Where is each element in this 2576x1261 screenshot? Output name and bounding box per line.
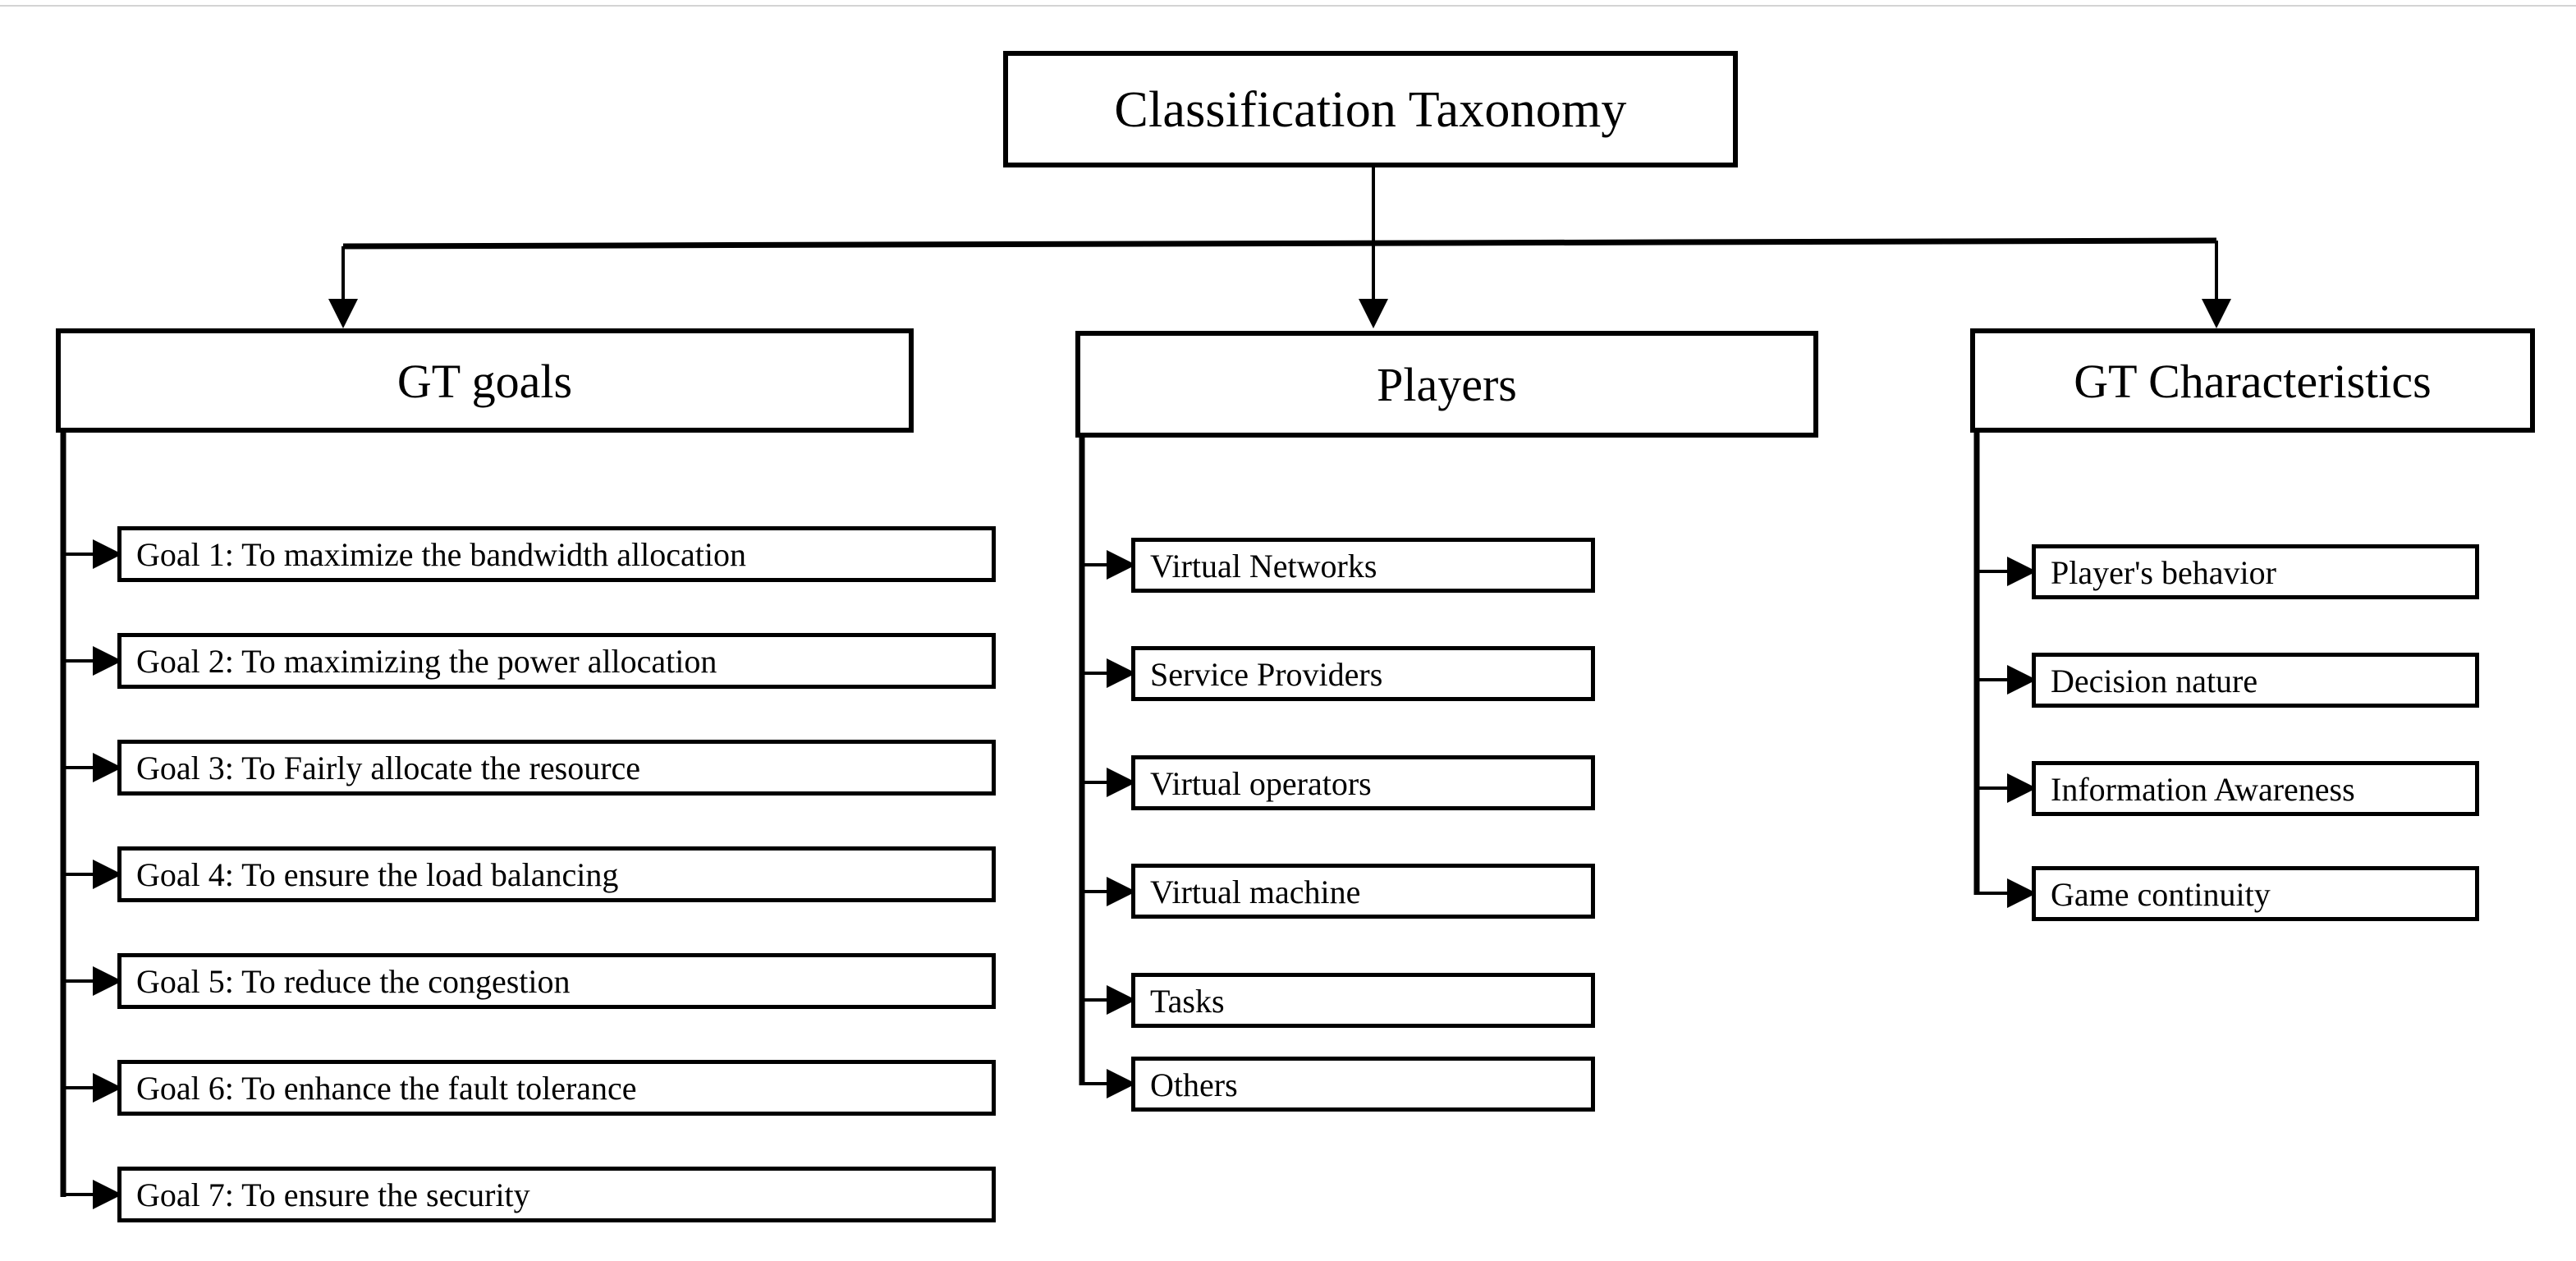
players-elbows [1082, 550, 1136, 1098]
leaf-label-decision-nature: Decision nature [2051, 662, 2258, 699]
gt-goals-elbows [63, 539, 122, 1209]
leaf-label-game-continuity: Game continuity [2051, 875, 2271, 913]
category-label-gt-characteristics: GT Characteristics [2074, 354, 2432, 408]
leaf-node-virtual-machine[interactable]: Virtual machine [1131, 864, 1595, 919]
gt-characteristics-elbows [1977, 557, 2037, 908]
root-node-label: Classification Taxonomy [1114, 82, 1627, 138]
leaf-node-service-providers[interactable]: Service Providers [1131, 646, 1595, 701]
leaf-node-goal-2[interactable]: Goal 2: To maximizing the power allocati… [117, 633, 996, 689]
leaf-label-virtual-operators: Virtual operators [1150, 764, 1372, 802]
leaf-label-virtual-networks: Virtual Networks [1150, 547, 1377, 585]
leaf-node-goal-7[interactable]: Goal 7: To ensure the security [117, 1167, 996, 1222]
leaf-label-virtual-machine: Virtual machine [1150, 873, 1361, 910]
page-top-rule [0, 5, 2576, 7]
leaf-label-goal-1: Goal 1: To maximize the bandwidth alloca… [136, 536, 746, 573]
leaf-node-tasks[interactable]: Tasks [1131, 973, 1595, 1028]
leaf-label-goal-4: Goal 4: To ensure the load balancing [136, 856, 619, 893]
category-label-gt-goals: GT goals [396, 354, 573, 408]
leaf-node-decision-nature[interactable]: Decision nature [2032, 653, 2479, 708]
leaf-label-goal-3: Goal 3: To Fairly allocate the resource [136, 750, 641, 786]
leaf-label-others: Others [1150, 1066, 1238, 1103]
leaf-node-goal-1[interactable]: Goal 1: To maximize the bandwidth alloca… [117, 526, 996, 582]
leaf-node-goal-3[interactable]: Goal 3: To Fairly allocate the resource [117, 740, 996, 796]
leaf-node-goal-5[interactable]: Goal 5: To reduce the congestion [117, 953, 996, 1009]
leaf-node-players-behavior[interactable]: Player's behavior [2032, 544, 2479, 599]
category-node-gt-goals[interactable]: GT goals [56, 328, 914, 433]
category-node-players[interactable]: Players [1075, 331, 1818, 438]
leaf-node-virtual-operators[interactable]: Virtual operators [1131, 755, 1595, 810]
leaf-node-virtual-networks[interactable]: Virtual Networks [1131, 538, 1595, 593]
leaf-label-information-awareness: Information Awareness [2051, 770, 2355, 808]
leaf-label-players-behavior: Player's behavior [2051, 553, 2276, 591]
leaf-label-goal-6: Goal 6: To enhance the fault tolerance [136, 1070, 637, 1107]
leaf-label-goal-7: Goal 7: To ensure the security [136, 1176, 530, 1213]
root-node-classification-taxonomy[interactable]: Classification Taxonomy [1003, 51, 1738, 167]
leaf-label-goal-5: Goal 5: To reduce the congestion [136, 963, 571, 1000]
leaf-node-others[interactable]: Others [1131, 1057, 1595, 1112]
leaf-node-goal-4[interactable]: Goal 4: To ensure the load balancing [117, 846, 996, 902]
leaf-label-service-providers: Service Providers [1150, 655, 1383, 693]
category-label-players: Players [1377, 358, 1517, 411]
category-node-gt-characteristics[interactable]: GT Characteristics [1970, 328, 2535, 433]
distribution-bus [342, 237, 2217, 250]
leaf-label-tasks: Tasks [1150, 982, 1225, 1020]
leaf-label-goal-2: Goal 2: To maximizing the power allocati… [136, 643, 717, 680]
leaf-node-goal-6[interactable]: Goal 6: To enhance the fault tolerance [117, 1060, 996, 1116]
leaf-node-information-awareness[interactable]: Information Awareness [2032, 761, 2479, 816]
leaf-node-game-continuity[interactable]: Game continuity [2032, 866, 2479, 921]
